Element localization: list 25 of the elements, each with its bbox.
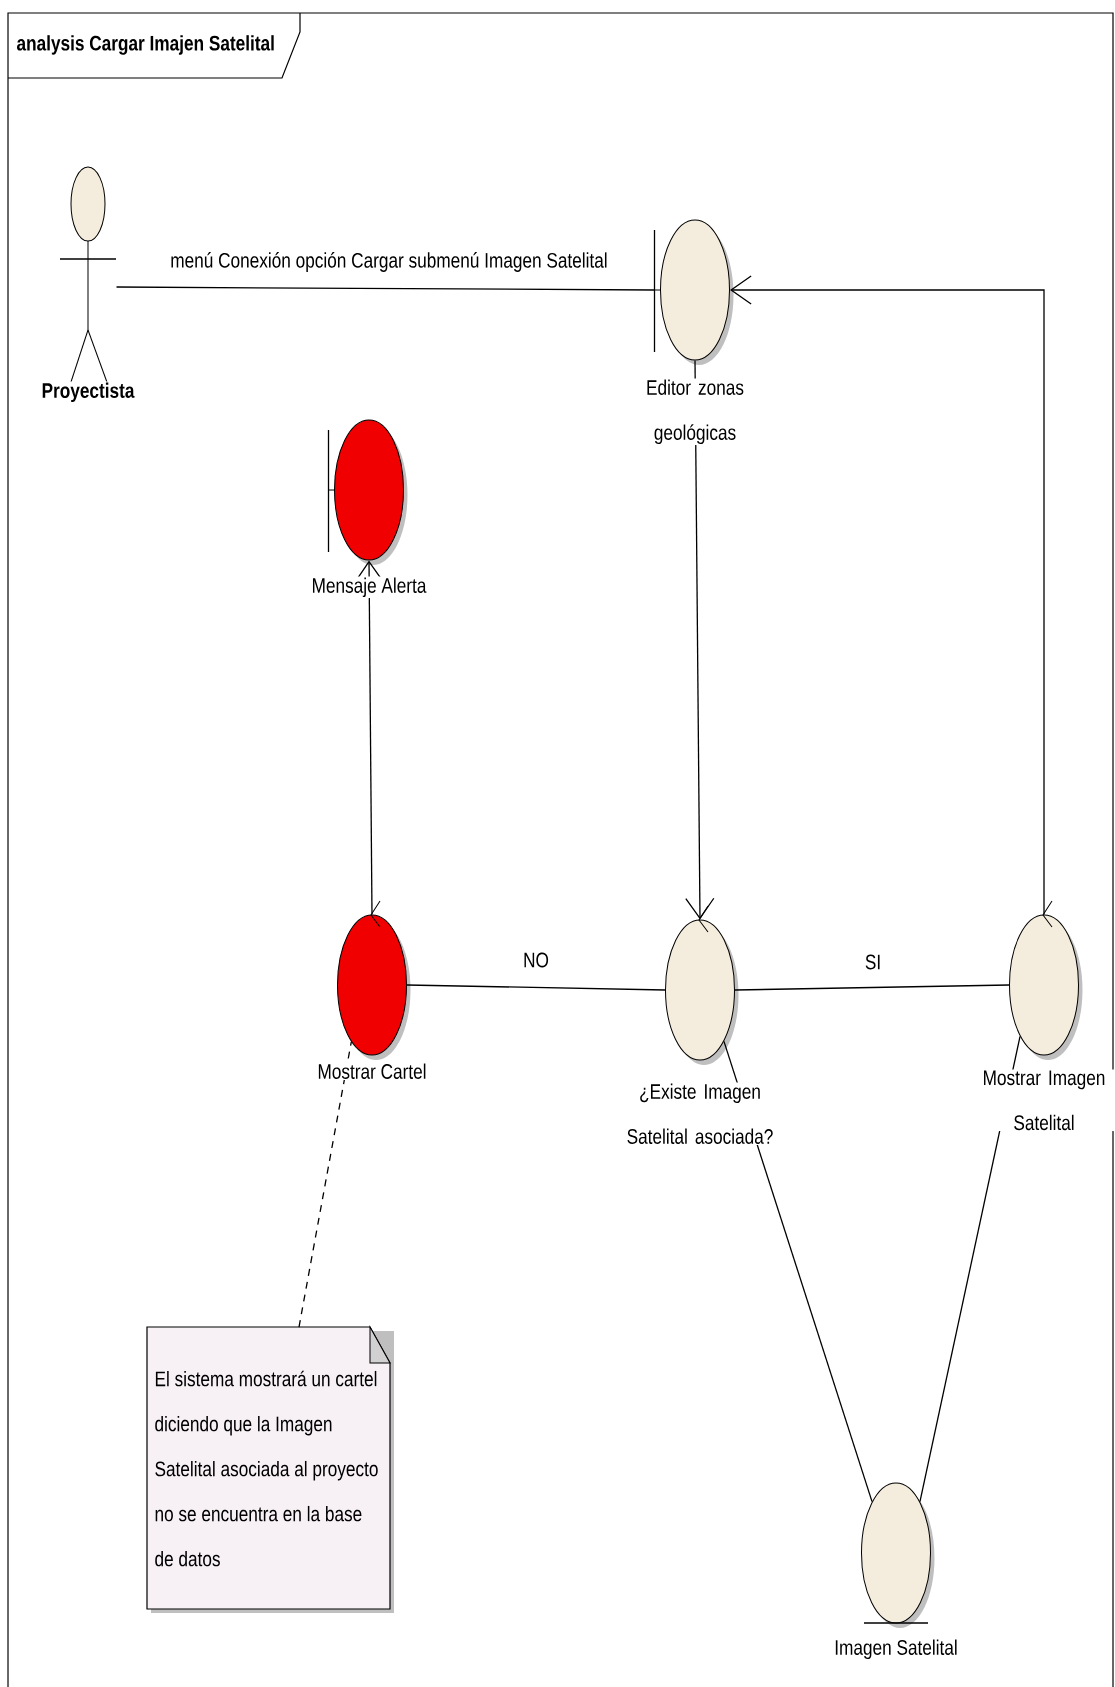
- node-label: Mostrar Cartel: [316, 1062, 428, 1080]
- boundary-symbol: [327, 419, 408, 565]
- node-label: Mostrar Imagen Satelital: [968, 1069, 1115, 1132]
- frame-title: analysis Cargar Imajen Satelital: [7, 12, 301, 79]
- arrow: [730, 275, 1045, 916]
- arrow: [685, 359, 715, 920]
- node-label: ¿Existe Imagen Satelital asociada?: [627, 1083, 773, 1144]
- connector-line: [406, 984, 666, 991]
- node-label: Editor zonas geológicas: [629, 378, 761, 446]
- edge-label: menú Conexión opción Cargar submenú Imagen Satelital: [168, 250, 610, 274]
- boundary-symbol: [653, 219, 734, 365]
- node-label: Proyectista: [40, 381, 136, 404]
- control-symbol: [665, 905, 739, 1065]
- edge-label: NO: [521, 950, 551, 970]
- note-box: El sistema mostrará un cartel diciendo que la Imagen Satelital asociada al proyecto no se encuentra en la base de datos: [146, 1326, 394, 1613]
- node-label: Mensaje Alerta: [310, 576, 428, 599]
- control-symbol: [337, 900, 411, 1060]
- node-label: Imagen Satelital: [833, 1638, 959, 1661]
- node-label: ¿Existe Imagen Satelital asociada?: [609, 1082, 791, 1145]
- connector-line: [115, 286, 655, 291]
- entity-symbol: [861, 1482, 935, 1628]
- control-symbol: [1009, 900, 1083, 1060]
- edge-label: SI: [862, 952, 884, 972]
- dashed-line: [298, 1041, 352, 1328]
- connector-line: [734, 984, 1010, 991]
